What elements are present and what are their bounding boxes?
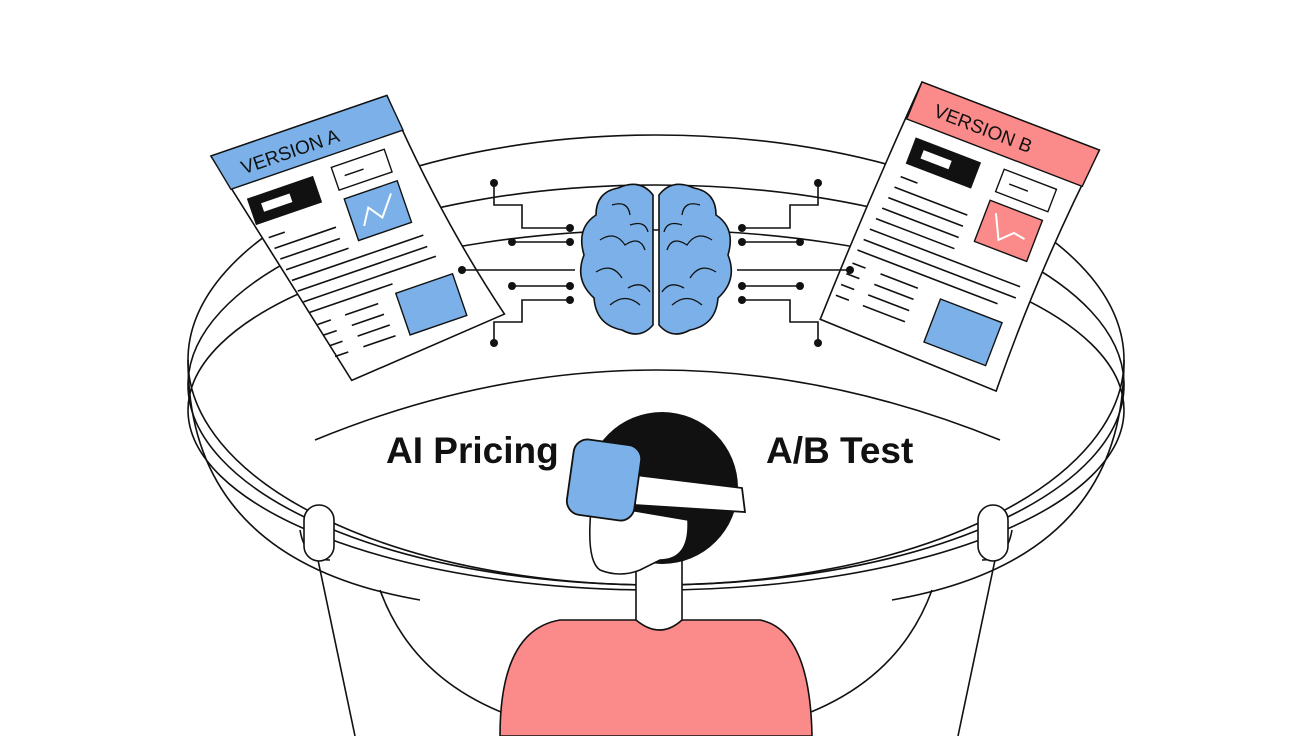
chart-down-icon — [973, 199, 1044, 263]
person-with-vr-headset — [499, 412, 813, 736]
ab-test-label: A/B Test — [766, 430, 913, 471]
ai-pricing-label: AI Pricing — [386, 430, 559, 471]
vr-headset-icon — [565, 438, 643, 522]
right-handle — [977, 504, 1009, 562]
left-handle — [303, 504, 335, 562]
circuit-lines — [462, 183, 850, 343]
document-version-b: VERSION B — [819, 80, 1101, 393]
brain-icon — [579, 183, 733, 335]
document-version-a: VERSION A — [209, 94, 506, 382]
circuit-dots — [458, 179, 854, 347]
chart-up-icon — [343, 179, 413, 242]
